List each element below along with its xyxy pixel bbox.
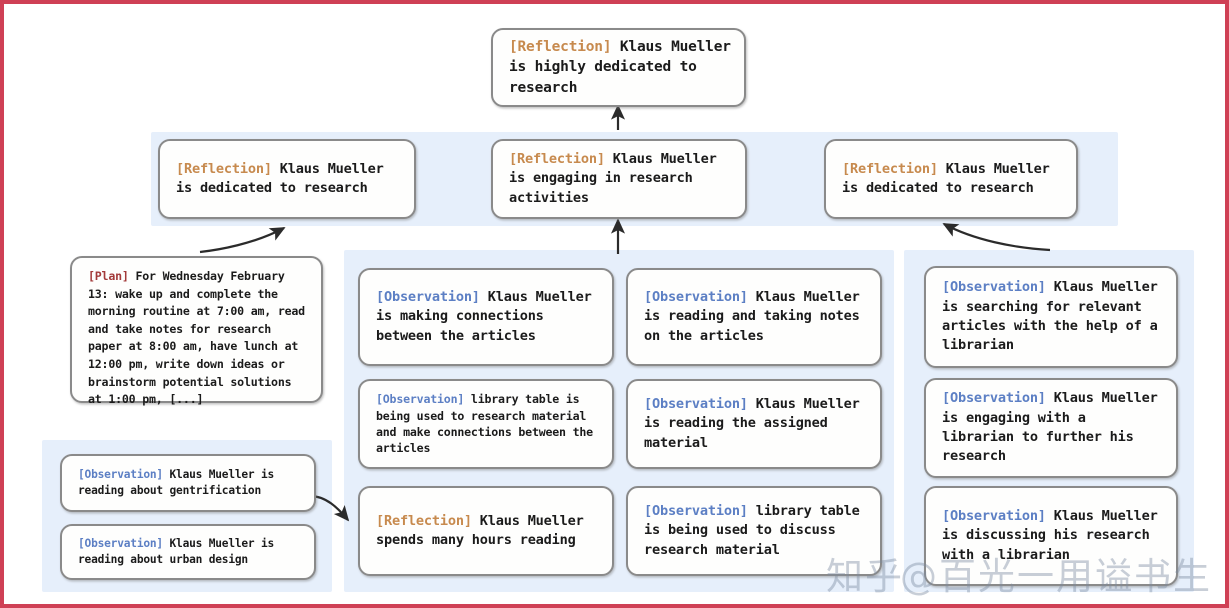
node-reflection-right[interactable]: [Reflection] Klaus Mueller is dedicated … (824, 139, 1078, 219)
plan-tag: [Plan] (88, 269, 129, 283)
node-reflection-middle[interactable]: [Reflection] Klaus Mueller is engaging i… (491, 139, 747, 219)
node-obs-discussing-librarian-body: Klaus Mueller is discussing his research… (942, 508, 1166, 563)
node-reflection-left-body: Klaus Mueller is dedicated to research (176, 160, 392, 196)
node-obs-discussing-librarian-text: [Observation] Klaus Mueller is discussin… (942, 507, 1164, 565)
node-obs-searching-articles-body: Klaus Mueller is searching for relevant … (942, 279, 1166, 354)
reflection-tag: [Reflection] (176, 160, 272, 177)
reflection-tag: [Reflection] (509, 38, 612, 55)
node-plan[interactable]: [Plan] For Wednesday February 13: wake u… (70, 256, 323, 406)
reflection-tag: [Reflection] (842, 160, 938, 177)
node-reflection-middle-body: Klaus Mueller is engaging in research ac… (509, 151, 725, 206)
node-obs-engaging-librarian-body: Klaus Mueller is engaging with a librari… (942, 390, 1166, 465)
observation-tag: [Observation] (78, 468, 163, 482)
reflection-tag: [Reflection] (376, 512, 472, 529)
node-obs-engaging-librarian-text: [Observation] Klaus Mueller is engaging … (942, 389, 1164, 466)
arrow-plan-to-left-reflection (199, 227, 286, 254)
node-obs-library-table-connections[interactable]: [Observation] library table is being use… (358, 379, 614, 469)
observation-tag: [Observation] (644, 289, 748, 306)
node-obs-gentrification-text: [Observation] Klaus Mueller is reading a… (78, 467, 302, 499)
node-obs-library-table-discuss-body: library table is being used to discuss r… (644, 503, 868, 558)
node-obs-reading-notes-body: Klaus Mueller is reading and taking note… (644, 289, 868, 344)
node-obs-reading-notes[interactable]: [Observation] Klaus Mueller is reading a… (626, 268, 882, 366)
node-obs-searching-articles[interactable]: [Observation] Klaus Mueller is searching… (924, 266, 1178, 368)
node-obs-library-table-connections-body: library table is being used to research … (376, 392, 600, 456)
observation-tag: [Observation] (942, 390, 1046, 407)
arrow-right-obs-to-right-reflection (942, 223, 1051, 252)
node-reflection-left-text: [Reflection] Klaus Mueller is dedicated … (176, 160, 402, 199)
node-root-reflection-body: Klaus Mueller is highly dedicated to res… (509, 38, 740, 96)
node-obs-library-table-connections-text: [Observation] library table is being use… (376, 391, 600, 457)
node-obs-urban-design[interactable]: [Observation] Klaus Mueller is reading a… (60, 524, 316, 580)
node-reflection-hours-reading-body: Klaus Mueller spends many hours reading (376, 512, 592, 548)
observation-tag: [Observation] (942, 279, 1046, 296)
node-obs-gentrification-body: Klaus Mueller is reading about gentrific… (78, 468, 281, 497)
node-reflection-hours-reading-text: [Reflection] Klaus Mueller spends many h… (376, 512, 600, 551)
node-obs-reading-notes-text: [Observation] Klaus Mueller is reading a… (644, 288, 868, 346)
reflection-tag: [Reflection] (509, 151, 605, 168)
node-plan-text: [Plan] For Wednesday February 13: wake u… (88, 268, 311, 409)
node-obs-searching-articles-text: [Observation] Klaus Mueller is searching… (942, 278, 1164, 355)
node-obs-library-table-discuss-text: [Observation] library table is being use… (644, 502, 868, 560)
node-obs-connections[interactable]: [Observation] Klaus Mueller is making co… (358, 268, 614, 366)
node-obs-engaging-librarian[interactable]: [Observation] Klaus Mueller is engaging … (924, 378, 1178, 478)
node-obs-discussing-librarian[interactable]: [Observation] Klaus Mueller is discussin… (924, 486, 1178, 586)
node-obs-assigned-material-text: [Observation] Klaus Mueller is reading t… (644, 395, 868, 453)
node-obs-gentrification[interactable]: [Observation] Klaus Mueller is reading a… (60, 454, 316, 512)
node-obs-urban-design-body: Klaus Mueller is reading about urban des… (78, 537, 281, 566)
node-reflection-hours-reading[interactable]: [Reflection] Klaus Mueller spends many h… (358, 486, 614, 576)
observation-tag: [Observation] (644, 503, 748, 520)
node-obs-urban-design-text: [Observation] Klaus Mueller is reading a… (78, 536, 302, 568)
node-reflection-right-body: Klaus Mueller is dedicated to research (842, 160, 1058, 196)
node-reflection-right-text: [Reflection] Klaus Mueller is dedicated … (842, 160, 1064, 199)
observation-tag: [Observation] (644, 396, 748, 413)
node-plan-body: For Wednesday February 13: wake up and c… (88, 269, 312, 407)
observation-tag: [Observation] (942, 508, 1046, 525)
node-obs-connections-body: Klaus Mueller is making connections betw… (376, 289, 600, 344)
observation-tag: [Observation] (78, 537, 163, 551)
node-root-reflection-text: [Reflection] Klaus Mueller is highly ded… (509, 37, 732, 99)
node-reflection-middle-text: [Reflection] Klaus Mueller is engaging i… (509, 150, 733, 208)
node-obs-library-table-discuss[interactable]: [Observation] library table is being use… (626, 486, 882, 576)
node-reflection-left[interactable]: [Reflection] Klaus Mueller is dedicated … (158, 139, 416, 219)
node-obs-connections-text: [Observation] Klaus Mueller is making co… (376, 288, 600, 346)
node-obs-assigned-material-body: Klaus Mueller is reading the assigned ma… (644, 396, 868, 451)
node-root-reflection[interactable]: [Reflection] Klaus Mueller is highly ded… (491, 28, 746, 107)
observation-tag: [Observation] (376, 289, 480, 306)
observation-tag: [Observation] (376, 392, 465, 407)
node-obs-assigned-material[interactable]: [Observation] Klaus Mueller is reading t… (626, 379, 882, 469)
